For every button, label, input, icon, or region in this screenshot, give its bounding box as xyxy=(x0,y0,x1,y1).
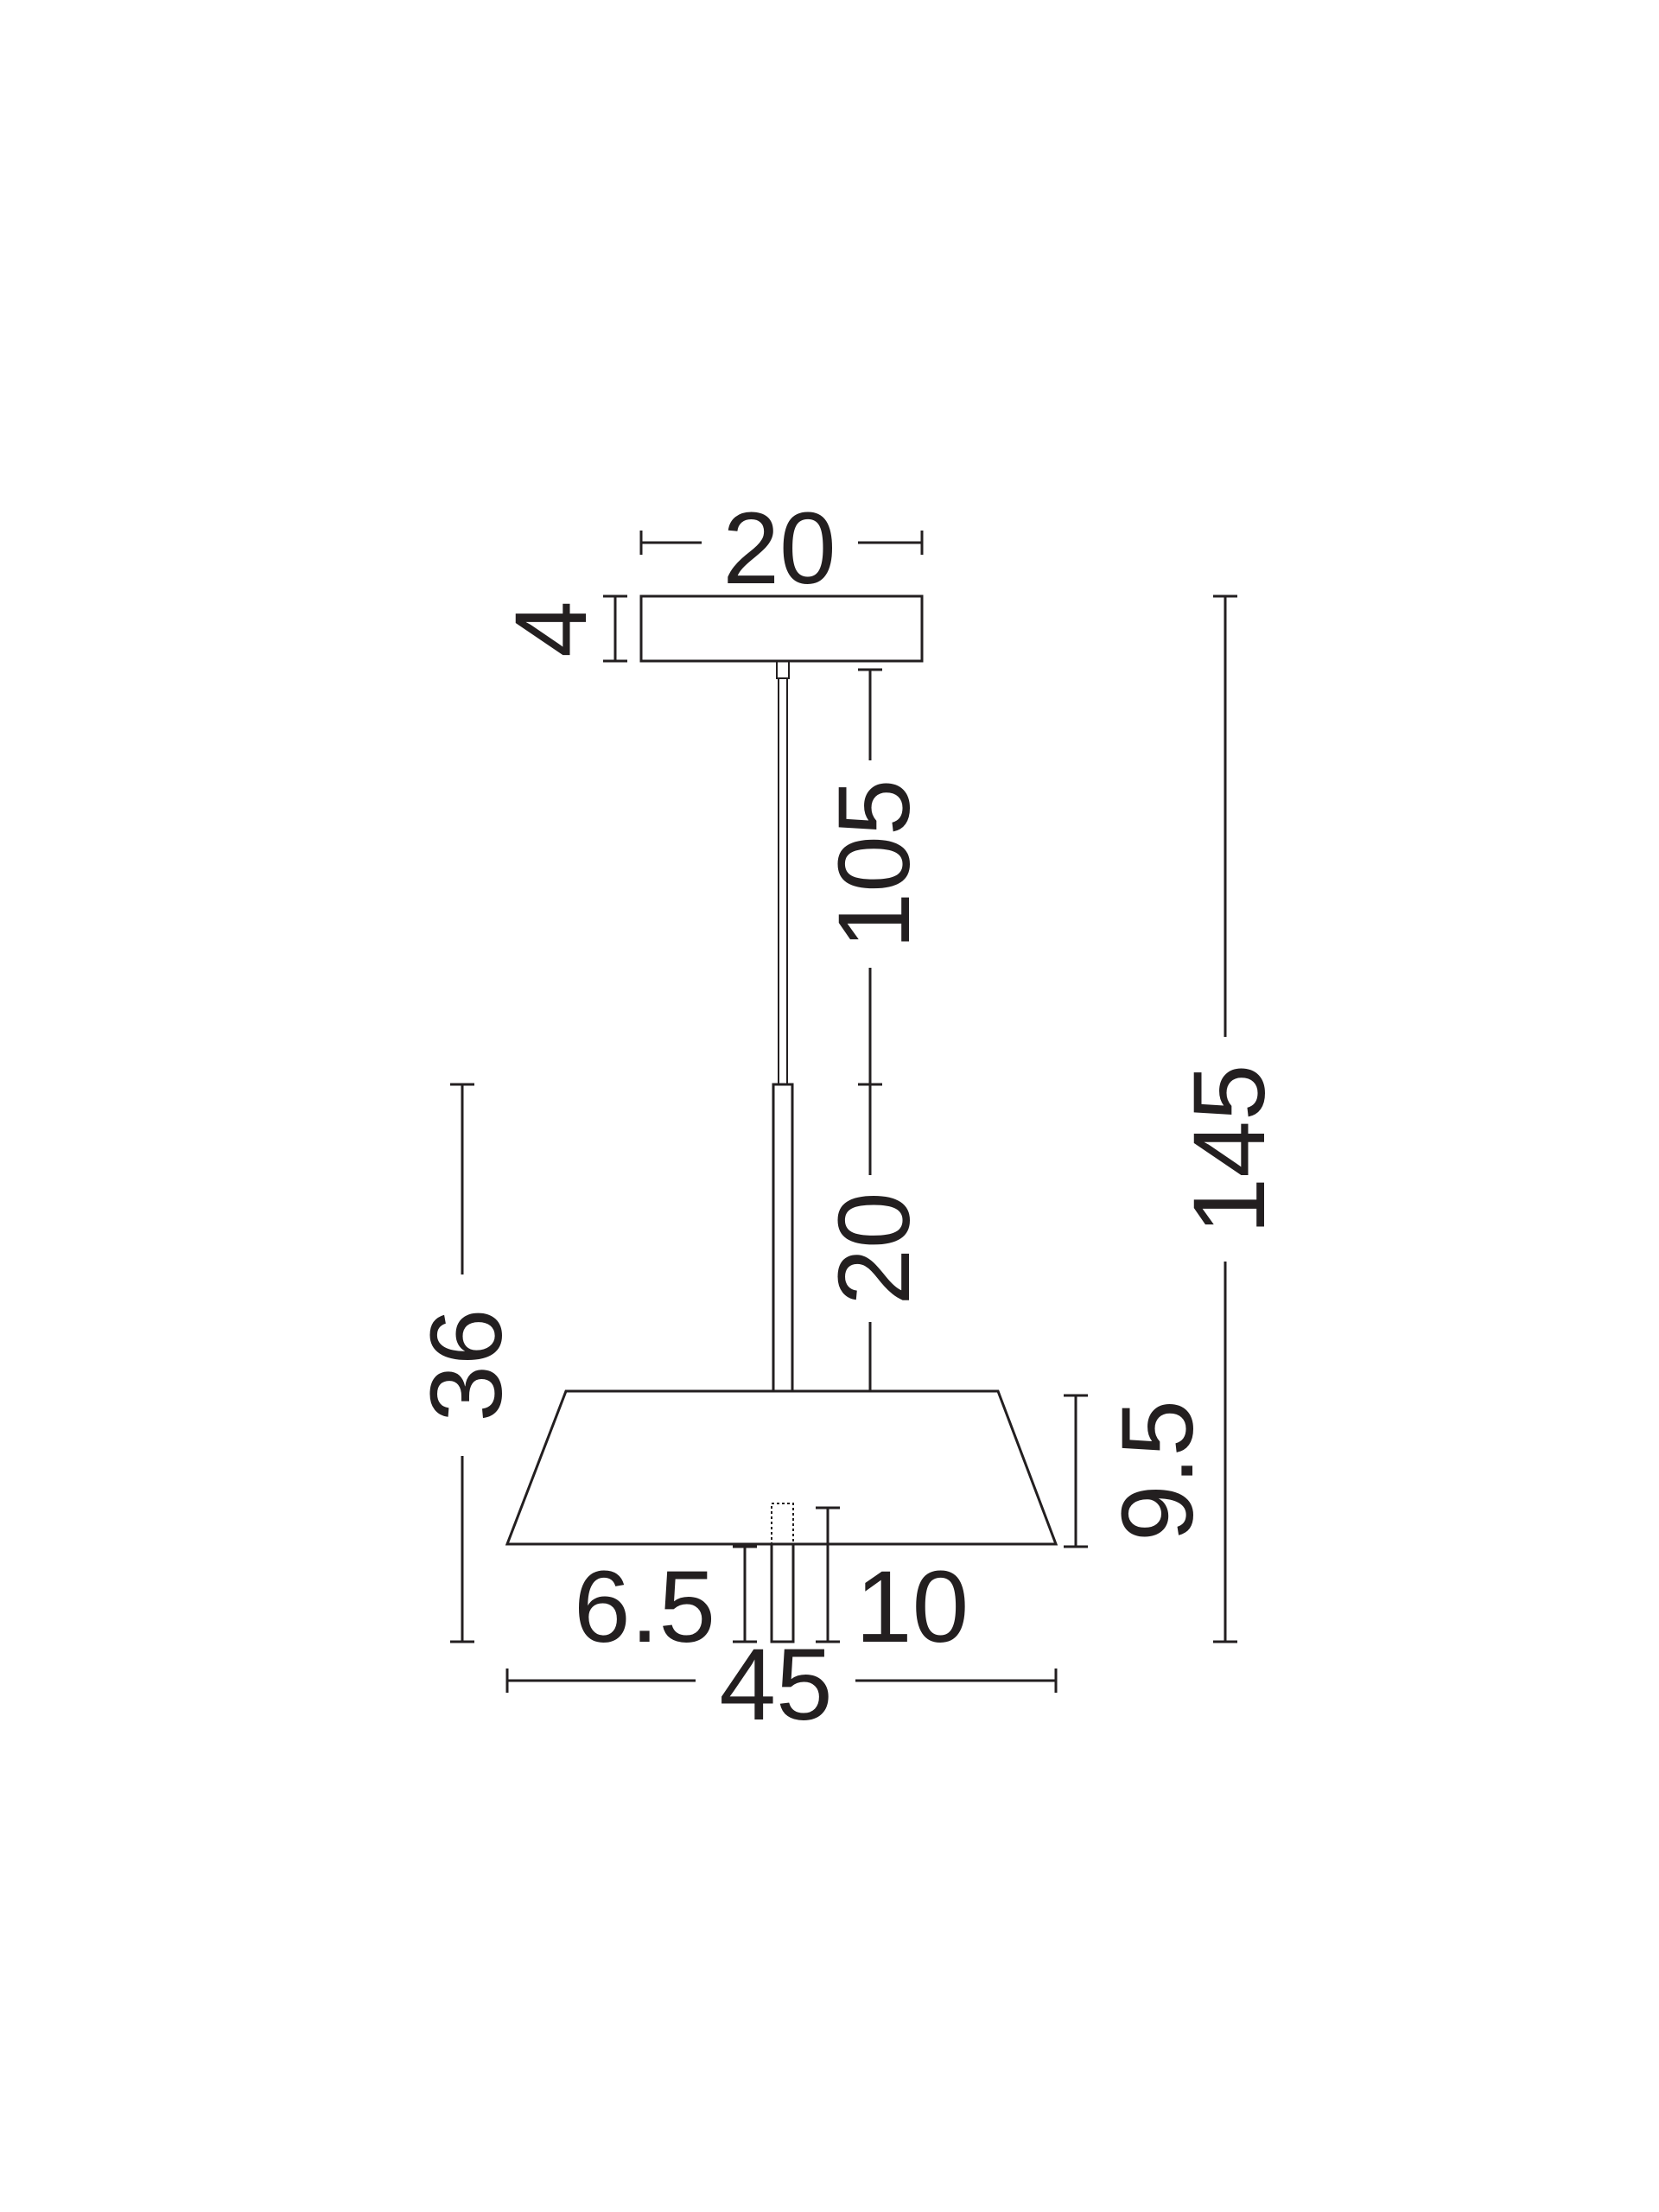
suspension-cable xyxy=(778,677,788,1085)
canopy-height-label: 4 xyxy=(494,601,608,658)
rod-length-label: 20 xyxy=(817,1192,931,1305)
total-height-label: 145 xyxy=(1173,1065,1287,1235)
lamp-shade xyxy=(505,1389,1058,1546)
canopy-width-label: 20 xyxy=(722,492,836,606)
fixture-height-label: 36 xyxy=(410,1308,524,1421)
fixture-height-dimension: 36 xyxy=(410,1083,524,1643)
connecting-rod xyxy=(772,1083,794,1393)
right-bottom-label: 10 xyxy=(855,1550,969,1664)
right-bottom-dimension: 10 xyxy=(816,1506,969,1664)
shade-diameter-dimension: 45 xyxy=(505,1628,1058,1742)
canopy-width-dimension: 20 xyxy=(639,492,924,606)
lamp-outline xyxy=(505,594,1058,1643)
total-height-dimension: 145 xyxy=(1173,594,1287,1643)
shade-height-dimension: 9.5 xyxy=(1064,1394,1215,1548)
cable-clamp xyxy=(776,660,790,679)
canopy-height-dimension: 4 xyxy=(494,594,627,663)
cable-length-dimension: 105 xyxy=(817,668,931,1086)
shade-height-label: 9.5 xyxy=(1101,1400,1215,1541)
diffuser-bottom xyxy=(770,1542,795,1643)
rod-length-dimension: 20 xyxy=(817,1084,931,1393)
ceiling-canopy xyxy=(639,594,924,663)
diffuser-dotted-top xyxy=(771,1503,794,1545)
left-bottom-dimension: 6.5 xyxy=(574,1545,757,1664)
cable-length-label: 105 xyxy=(817,779,931,950)
left-bottom-label: 6.5 xyxy=(574,1550,715,1664)
shade-diameter-label: 45 xyxy=(719,1628,832,1742)
